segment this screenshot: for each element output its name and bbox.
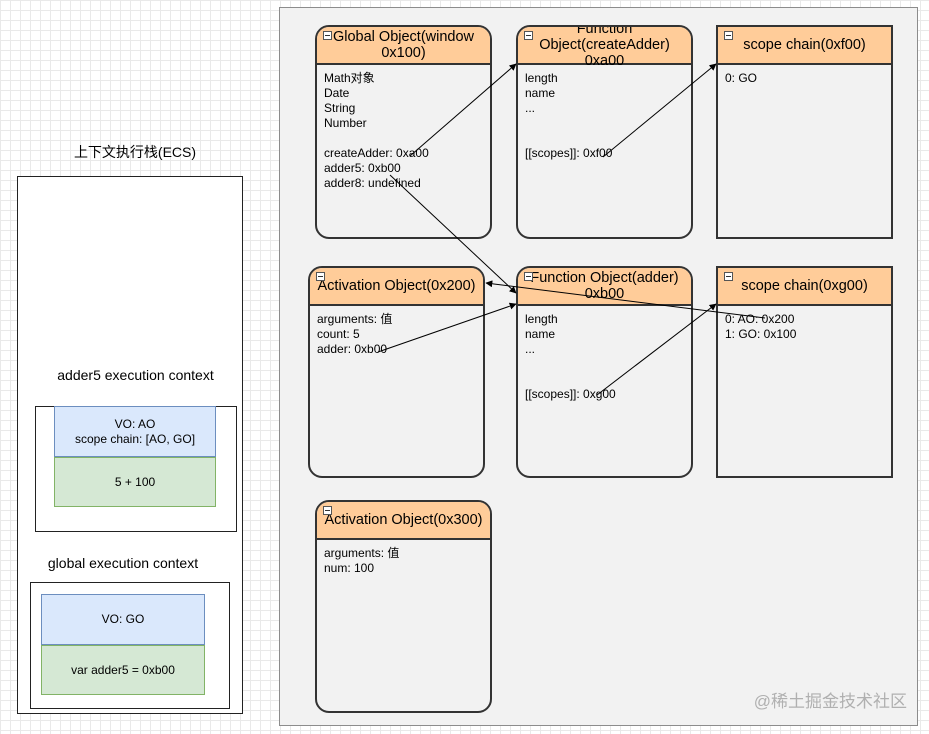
adder5-vo-line: VO: AO	[114, 416, 156, 431]
scope-chain-f00-title: scope chain(0xf00)	[718, 27, 891, 65]
global-context-label: global execution context	[47, 555, 199, 571]
adder5-execution-context[interactable]: VO: AO scope chain: [AO, GO] 5 + 100	[35, 406, 237, 532]
scope-chain-f00-body: 0: GO	[725, 71, 758, 85]
activation-object-300[interactable]: Activation Object(0x300) arguments: 值 nu…	[315, 500, 492, 713]
collapse-icon[interactable]	[316, 272, 325, 281]
create-adder-function-object[interactable]: Function Object(createAdder) 0xa00 lengt…	[516, 25, 693, 239]
activation-object-200-title: Activation Object(0x200)	[310, 268, 483, 306]
adder5-code-cell[interactable]: 5 + 100	[54, 457, 216, 507]
scope-chain-g00[interactable]: scope chain(0xg00) 0: AO: 0x200 1: GO: 0…	[716, 266, 893, 478]
adder5-code-text: 5 + 100	[114, 475, 156, 489]
global-object[interactable]: Global Object(window 0x100) Math对象 Date …	[315, 25, 492, 239]
global-execution-context[interactable]: VO: GO var adder5 = 0xb00	[30, 582, 230, 709]
activation-object-200-body: arguments: 值 count: 5 adder: 0xb00	[317, 312, 393, 356]
global-vo-cell[interactable]: VO: GO	[41, 594, 205, 645]
global-code-cell[interactable]: var adder5 = 0xb00	[41, 645, 205, 695]
adder-function-object[interactable]: Function Object(adder) 0xb00 length name…	[516, 266, 693, 478]
collapse-icon[interactable]	[323, 506, 332, 515]
activation-object-200[interactable]: Activation Object(0x200) arguments: 值 co…	[308, 266, 485, 478]
adder5-vo-cell[interactable]: VO: AO scope chain: [AO, GO]	[54, 406, 216, 457]
watermark: @稀土掘金技术社区	[753, 692, 907, 711]
create-adder-function-body: length name ... [[scopes]]: 0xf00	[525, 71, 613, 160]
global-object-body: Math对象 Date String Number createAdder: 0…	[324, 71, 429, 190]
global-code-text: var adder5 = 0xb00	[71, 663, 175, 677]
scope-chain-g00-body: 0: AO: 0x200 1: GO: 0x100	[725, 312, 797, 341]
global-vo-line: VO: GO	[101, 612, 145, 626]
scope-chain-f00[interactable]: scope chain(0xf00) 0: GO	[716, 25, 893, 239]
activation-object-300-title: Activation Object(0x300)	[317, 502, 490, 540]
create-adder-function-title: Function Object(createAdder) 0xa00	[518, 27, 691, 69]
adder-function-body: length name ... [[scopes]]: 0xg00	[525, 312, 616, 401]
global-object-title: Global Object(window 0x100)	[317, 27, 490, 65]
collapse-icon[interactable]	[524, 31, 533, 40]
scope-chain-g00-title: scope chain(0xg00)	[718, 268, 891, 306]
adder5-context-label: adder5 execution context	[57, 367, 214, 383]
collapse-icon[interactable]	[724, 272, 733, 281]
collapse-icon[interactable]	[724, 31, 733, 40]
adder5-scope-chain-line: scope chain: [AO, GO]	[74, 431, 196, 446]
adder-function-title: Function Object(adder) 0xb00	[518, 268, 691, 306]
activation-object-300-body: arguments: 值 num: 100	[324, 546, 400, 575]
ecs-title: 上下文执行栈(ECS)	[73, 144, 197, 160]
collapse-icon[interactable]	[524, 272, 533, 281]
collapse-icon[interactable]	[323, 31, 332, 40]
